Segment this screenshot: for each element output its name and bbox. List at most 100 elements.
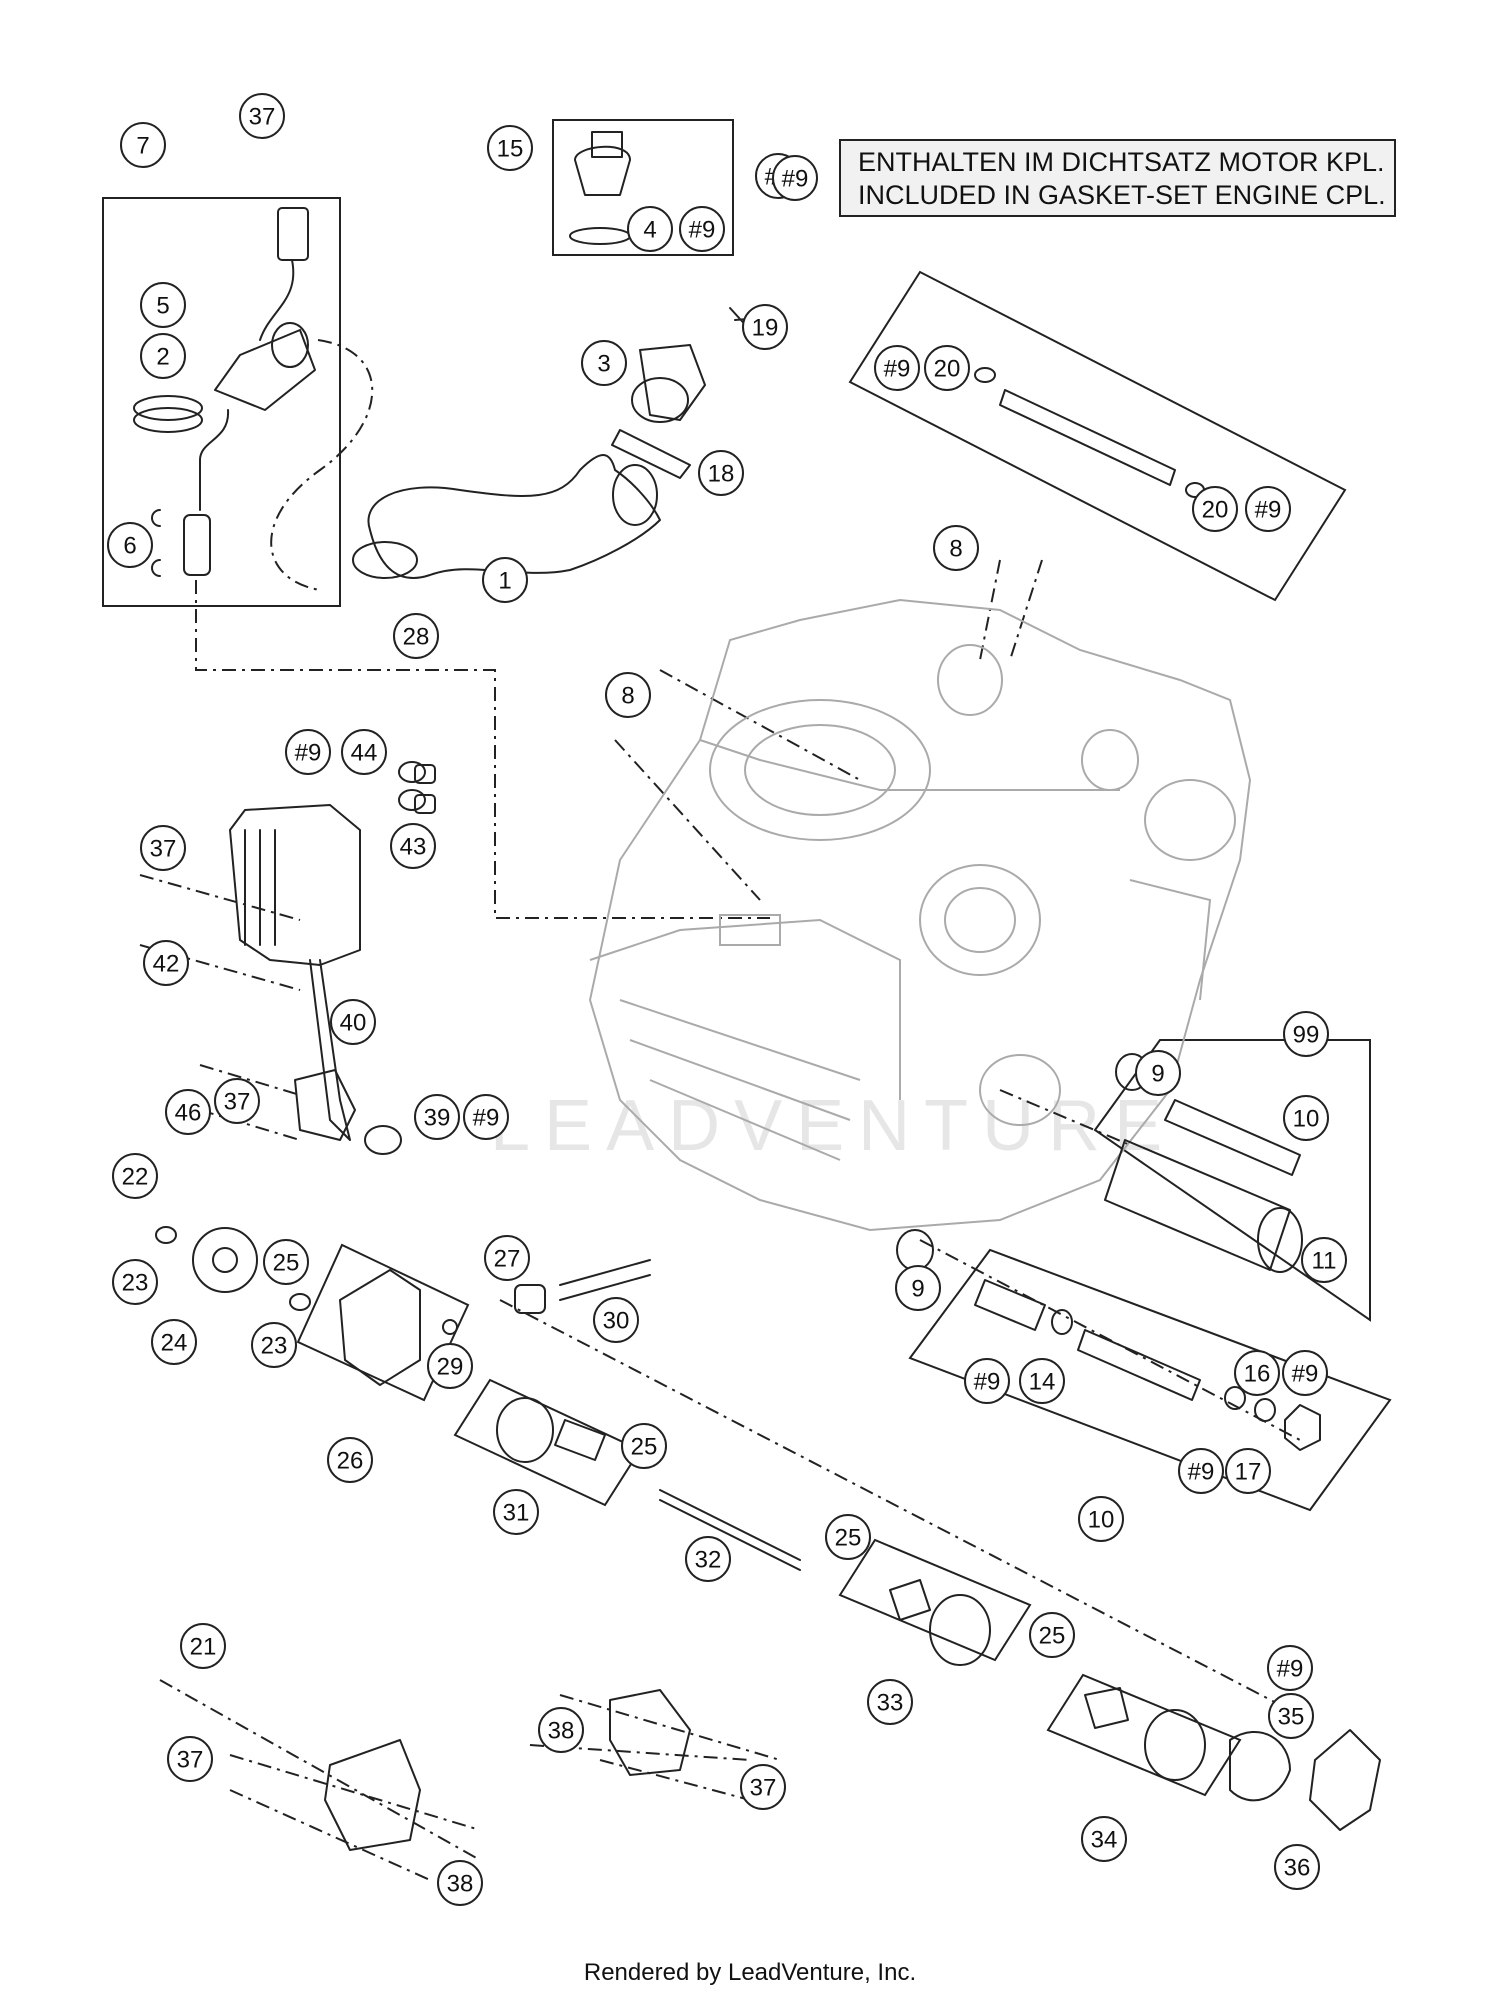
callout-circle bbox=[390, 823, 436, 869]
callout-bubble: 1 bbox=[482, 557, 528, 603]
callout-bubble: 9 bbox=[895, 1265, 941, 1311]
callout-bubble: 14 bbox=[1019, 1358, 1065, 1404]
callout-bubble: 32 bbox=[685, 1536, 731, 1582]
callout-circle bbox=[825, 1514, 871, 1560]
callout-circle bbox=[1178, 1448, 1224, 1494]
group-box-34 bbox=[1046, 1673, 1242, 1797]
callout-label: 14 bbox=[1029, 1369, 1056, 1396]
callout-bubble: #9 bbox=[463, 1094, 509, 1140]
callout-label: 15 bbox=[497, 136, 524, 163]
callout-label: 34 bbox=[1091, 1827, 1118, 1854]
callout-bubble: 16 bbox=[1234, 1350, 1280, 1396]
callout-label: 38 bbox=[548, 1718, 575, 1745]
gasket-set-note: ENTHALTEN IM DICHTSATZ MOTOR KPL. INCLUD… bbox=[839, 139, 1396, 217]
callout-bubble: 39 bbox=[414, 1094, 460, 1140]
callout-bubble: 36 bbox=[1274, 1844, 1320, 1890]
callout-label: 20 bbox=[1202, 497, 1229, 524]
callout-label: 22 bbox=[122, 1164, 149, 1191]
callout-label: #9 bbox=[1277, 1656, 1304, 1683]
callout-bubble: 42 bbox=[143, 940, 189, 986]
oil-pressure-pipe-assembly bbox=[133, 207, 316, 577]
callout-bubble: 99 bbox=[1283, 1011, 1329, 1057]
callout-circle bbox=[867, 1679, 913, 1725]
callout-circle bbox=[964, 1358, 1010, 1404]
callout-bubble: 11 bbox=[1301, 1237, 1347, 1283]
note-ref-bubble: #9 bbox=[772, 155, 818, 201]
callout-bubble: 21 bbox=[180, 1623, 226, 1669]
callout-circle bbox=[140, 333, 186, 379]
callout-bubble: #9 bbox=[1245, 486, 1291, 532]
callout-bubble: 2 bbox=[140, 333, 186, 379]
callout-bubble: 10 bbox=[1283, 1095, 1329, 1141]
callout-bubble: #9 bbox=[1267, 1645, 1313, 1691]
callout-circle bbox=[482, 557, 528, 603]
callout-circle bbox=[1301, 1237, 1347, 1283]
callout-circle bbox=[214, 1078, 260, 1124]
callout-circle bbox=[679, 206, 725, 252]
callout-label: 25 bbox=[1039, 1623, 1066, 1650]
callout-circle bbox=[933, 525, 979, 571]
callout-circle bbox=[627, 206, 673, 252]
callout-circle bbox=[463, 1094, 509, 1140]
callout-label: 10 bbox=[1293, 1106, 1320, 1133]
callout-label: #9 bbox=[974, 1369, 1001, 1396]
callout-circle bbox=[581, 340, 627, 386]
callout-circle bbox=[1029, 1612, 1075, 1658]
callout-bubble: 24 bbox=[151, 1319, 197, 1365]
group-boxes bbox=[102, 119, 1392, 1797]
callout-circle bbox=[1283, 1011, 1329, 1057]
callout-label: 32 bbox=[695, 1547, 722, 1574]
callout-label: 28 bbox=[403, 624, 430, 651]
callout-bubble: 38 bbox=[437, 1860, 483, 1906]
callout-label: 29 bbox=[437, 1354, 464, 1381]
callout-bubble: 44 bbox=[341, 729, 387, 775]
callout-circle bbox=[895, 1265, 941, 1311]
callout-label: 2 bbox=[156, 344, 169, 371]
group-box-15 bbox=[552, 119, 734, 256]
callout-bubble: 3 bbox=[581, 340, 627, 386]
callout-label: 25 bbox=[835, 1525, 862, 1552]
callout-bubble: 37 bbox=[140, 825, 186, 871]
footer-credit: Rendered by LeadVenture, Inc. bbox=[584, 1959, 916, 1986]
callout-circle bbox=[437, 1860, 483, 1906]
note-ref-circle bbox=[772, 155, 818, 201]
callout-bubble: 25 bbox=[263, 1239, 309, 1285]
callout-bubble: 37 bbox=[167, 1736, 213, 1782]
callout-bubble: 8 bbox=[933, 525, 979, 571]
callout-label: 25 bbox=[273, 1250, 300, 1277]
callout-label: 46 bbox=[175, 1100, 202, 1127]
callout-label: 19 bbox=[752, 315, 779, 342]
callout-circle bbox=[263, 1239, 309, 1285]
callout-label: 21 bbox=[190, 1634, 217, 1661]
callout-label: 17 bbox=[1235, 1459, 1262, 1486]
callout-circle bbox=[327, 1437, 373, 1483]
callout-label: 37 bbox=[150, 836, 177, 863]
note-line-2: INCLUDED IN GASKET-SET ENGINE CPL. bbox=[858, 180, 1386, 210]
callout-label: 5 bbox=[156, 293, 169, 320]
callout-label: #9 bbox=[1292, 1361, 1319, 1388]
callout-circle bbox=[1282, 1350, 1328, 1396]
callout-circle bbox=[165, 1089, 211, 1135]
callout-circle bbox=[1274, 1844, 1320, 1890]
callout-circle bbox=[1267, 1645, 1313, 1691]
callout-bubble: #9 bbox=[1282, 1350, 1328, 1396]
callout-label: 23 bbox=[122, 1270, 149, 1297]
callout-bubble: 6 bbox=[107, 522, 153, 568]
callout-bubble: 5 bbox=[140, 282, 186, 328]
callout-bubble: 40 bbox=[330, 999, 376, 1045]
oil-tube bbox=[974, 367, 1205, 498]
callout-bubble: 30 bbox=[593, 1297, 639, 1343]
callout-bubble: 35 bbox=[1268, 1693, 1314, 1739]
callout-bubble: 43 bbox=[390, 823, 436, 869]
callout-label: 18 bbox=[708, 461, 735, 488]
callout-circle bbox=[924, 345, 970, 391]
callout-label: 27 bbox=[494, 1246, 521, 1273]
callout-label: 36 bbox=[1284, 1855, 1311, 1882]
callout-bubble: 25 bbox=[1029, 1612, 1075, 1658]
callout-circle bbox=[143, 940, 189, 986]
callout-bubble: 46 bbox=[165, 1089, 211, 1135]
callout-bubble: 18 bbox=[698, 450, 744, 496]
callout-bubble: 9 bbox=[1135, 1050, 1181, 1096]
callout-circle bbox=[140, 825, 186, 871]
callout-circle bbox=[1245, 486, 1291, 532]
